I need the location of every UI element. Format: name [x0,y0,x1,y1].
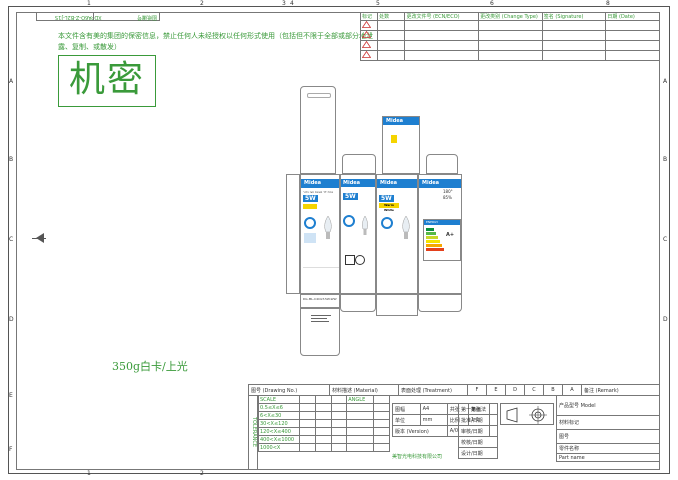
beam-angle: 180° [443,189,453,194]
column-number-bottom: 1 [87,470,91,477]
rev-mark-icon [359,30,379,41]
confidentiality-notice: 本文件含有美的集团的保密信息，禁止任何人未经授权以任何形式使用（包括但不限于全部… [58,32,373,51]
row-letter-right: B [663,156,668,163]
angle-label: ANGLE [346,395,375,404]
part-name-en: Part name [556,453,660,462]
rev-header: 更改类别 (Change Type) [478,12,543,21]
energy-panel: Midea 85% 180° ENERGY A+ [418,174,462,294]
glue-flap [286,174,300,294]
column-number: 6 [490,0,494,7]
product-model-label: 产品型号 Model [556,395,660,416]
review-label: 审核/日期 [458,425,498,437]
version-label: 版本 (Version) [392,425,448,437]
column-number: 5 [376,0,380,7]
bulb-icon [323,215,333,241]
column-number-bottom: 2 [200,470,204,477]
row-letter-right: A [663,78,668,85]
material-label: 材料描述 (Material) [329,384,399,396]
bottom-tuck-flap [300,308,340,356]
bottom-dust-flap-right [418,294,462,312]
doc-number-box: XDPA6O-Z-B2L-J1S 图纸编号 [36,12,160,21]
rev-header: 更改文件号 (ECN/ECO) [404,12,480,21]
column-number: 3 [282,0,286,7]
unit-label: 单位 [392,414,421,426]
remark-label: 备注 (Remark) [581,384,660,396]
side-panel-left: Midea 5W [340,174,376,294]
unit-value: mm [419,414,448,426]
beam-icon [304,217,316,229]
color-label: Warm White [379,203,399,212]
dust-flap [342,154,376,174]
bottom-lid [376,294,418,316]
wattage-label: 5W [303,195,318,202]
cert-icon [355,255,365,265]
material-spec-label: 材料标记 [556,415,660,430]
row-letter: B [9,156,14,163]
material-note: 350g白卡/上光 [112,360,188,373]
treatment-label: 表面处理 (Treatment) [398,384,468,396]
efficiency-value: 85% [443,195,452,200]
check-label: 校核/日期 [458,436,498,448]
confidential-stamp: 机密 [58,55,156,107]
title-block-header: 图号 (Drawing No.) 材料描述 (Material) 表面处理 (T… [248,384,660,396]
rev-header: 处数 [377,12,406,21]
packaging-dieline: Midea Midea נורת לד מוגנת חצי כדור 5W Mi… [282,86,482,356]
cert-icon [345,255,355,265]
doc-label-mirrored: 图纸编号 [137,14,158,20]
drawing-label: 图号 [556,429,660,444]
scale-label: SCALE [258,395,300,404]
part-info-table: 产品型号 Model 材料标记 图号 零件名称 Part name [556,395,660,462]
rev-header: 标记 [359,12,379,21]
rev-mark-icon [359,40,379,51]
approve-label: 批准/日期 [458,414,498,426]
brand-logo: Midea [383,117,419,125]
drawing-inner-border [16,12,660,470]
bulb-icon [361,215,369,237]
rev-mark-icon [359,50,379,61]
top-lid-panel: Midea [382,116,420,174]
frame-value: A4 [419,403,448,415]
rev-mark-icon [359,20,379,31]
column-number: 1 [87,0,91,7]
part-name-label: 零件名称 [556,443,660,454]
row-letter: A [9,78,14,85]
front-panel-2: Midea 5W Warm White [376,174,418,294]
row-letter-right: C [663,236,668,243]
column-number: 4 [290,0,294,7]
approval-table: 第一角画法 批准/日期 审核/日期 校核/日期 设计/日期 [458,403,498,459]
revision-table: 标记 处数 更改文件号 (ECN/ECO) 更改类别 (Change Type)… [359,12,660,61]
row-letter: E [9,392,13,399]
design-label: 设计/日期 [458,447,498,459]
brand-logo: Midea [301,179,339,188]
beam-icon [343,215,355,227]
projection-label: 第一角画法 [458,403,498,415]
drawing-no-label: 图号 (Drawing No.) [248,384,330,396]
frame-label: 图幅 [392,403,421,415]
bulb-icon [401,215,411,241]
rev-header: 日期 (Date) [605,12,660,21]
dust-flap-right [426,154,458,174]
doc-number-mirrored: XDPA6O-Z-B2L-J1S [55,14,102,20]
energy-class: A+ [446,232,455,238]
front-panel: Midea נורת לד מוגנת חצי כדור 5W [300,174,340,294]
beam-icon [381,217,393,229]
row-letter: F [9,446,13,453]
row-letter: C [9,236,14,243]
row-letter-right: D [663,316,668,323]
row-letter: D [9,316,14,323]
tuck-flap-left [300,86,336,174]
company-name: 美智光电科技有限公司 [392,454,443,460]
drawing-frame [8,6,670,474]
column-number: 2 [200,0,204,7]
energy-label: ENERGY A+ [423,219,461,261]
bottom-dust-flap [340,294,376,312]
product-code: DG-ML-C4CGT-5W-WW [303,297,337,301]
code-strip: DG-ML-C4CGT-5W-WW [300,294,340,308]
tolerance-label: TOLERANCE [248,395,258,470]
rev-header: 签名 (Signature) [541,12,607,21]
column-number: 8 [606,0,610,7]
projection-symbol-icon [500,403,554,425]
